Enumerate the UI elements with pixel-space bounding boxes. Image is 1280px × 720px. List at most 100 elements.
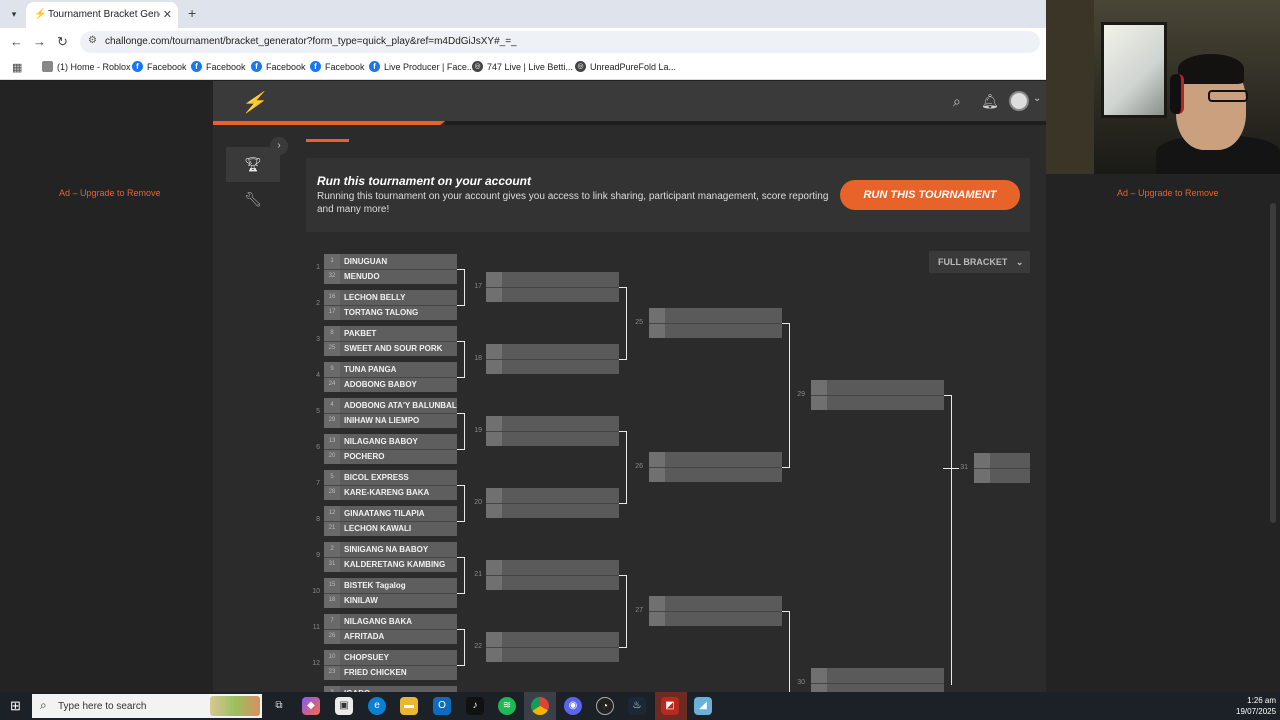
participant-slot[interactable]: PAKBET — [340, 326, 457, 341]
app-icon[interactable]: ◢ — [694, 697, 712, 715]
chrome-icon[interactable] — [531, 697, 549, 715]
participant-slot[interactable] — [502, 560, 619, 575]
participant-slot[interactable] — [665, 467, 782, 482]
participant-slot[interactable] — [827, 380, 944, 395]
participant-slot[interactable]: FRIED CHICKEN — [340, 665, 457, 680]
participant-slot[interactable]: TORTANG TALONG — [340, 305, 457, 320]
participant-slot[interactable] — [502, 488, 619, 503]
participant-slot[interactable]: NILAGANG BABOY — [340, 434, 457, 449]
new-tab-button[interactable]: + — [188, 5, 197, 21]
participant-slot[interactable]: SINIGANG NA BABOY — [340, 542, 457, 557]
reload-icon[interactable]: ↻ — [57, 34, 68, 49]
participant-slot[interactable]: ADOBONG BABOY — [340, 377, 457, 392]
taskbar-search[interactable]: ⌕ Type here to search — [32, 694, 262, 718]
participant-slot[interactable] — [665, 308, 782, 323]
chevron-down-icon[interactable]: ⌄ — [1033, 93, 1042, 104]
ad-upgrade-link[interactable]: Ad – Upgrade to Remove — [59, 188, 161, 198]
tab-search-chevron-icon[interactable]: ▾ — [11, 9, 17, 19]
participant-slot[interactable] — [502, 272, 619, 287]
participant-slot[interactable] — [502, 416, 619, 431]
participant-slot[interactable]: SWEET AND SOUR PORK — [340, 341, 457, 356]
participant-slot[interactable] — [990, 468, 1030, 483]
obs-icon[interactable]: ◔ — [596, 697, 614, 715]
browser-tab[interactable]: ⚡ Tournament Bracket Generator ✕ — [26, 2, 178, 28]
back-arrow-icon[interactable]: ← — [10, 34, 23, 49]
participant-slot[interactable]: GINAATANG TILAPIA — [340, 506, 457, 521]
run-tournament-button[interactable]: RUN THIS TOURNAMENT — [840, 180, 1020, 210]
participant-slot[interactable]: NILAGANG BAKA — [340, 614, 457, 629]
wrench-icon[interactable]: 🔧︎ — [244, 191, 262, 207]
participant-slot[interactable]: LECHON KAWALI — [340, 521, 457, 536]
slot-divider — [486, 647, 619, 648]
bracket-view-select[interactable]: FULL BRACKET ⌄ — [929, 251, 1030, 273]
participant-slot[interactable]: CHOPSUEY — [340, 650, 457, 665]
close-icon[interactable]: ✕ — [162, 9, 172, 21]
site-info-icon[interactable]: ⚙ — [88, 35, 97, 46]
forward-arrow-icon[interactable]: → — [33, 34, 46, 49]
discord-icon[interactable]: ◉ — [564, 697, 582, 715]
participant-slot[interactable] — [502, 344, 619, 359]
spotify-icon[interactable]: ≋ — [498, 697, 516, 715]
participant-slot[interactable]: MENUDO — [340, 269, 457, 284]
participant-slot[interactable]: DINUGUAN — [340, 254, 457, 269]
url-text[interactable]: challonge.com/tournament/bracket_generat… — [105, 36, 517, 47]
participant-slot[interactable]: KINILAW — [340, 593, 457, 608]
participant-slot[interactable]: AFRITADA — [340, 629, 457, 644]
system-clock[interactable]: 1:26 am 19/07/2025 — [1236, 695, 1276, 717]
bookmark-item[interactable]: (1) Home - Roblox — [42, 61, 131, 72]
chevron-right-icon[interactable]: › — [270, 137, 288, 155]
ad-upgrade-link[interactable]: Ad – Upgrade to Remove — [1117, 188, 1219, 198]
file-explorer-icon[interactable]: ▬ — [400, 697, 418, 715]
participant-slot[interactable] — [665, 452, 782, 467]
participant-slot[interactable]: KALDERETANG KAMBING — [340, 557, 457, 572]
participant-slot[interactable] — [502, 575, 619, 590]
avatar[interactable] — [1009, 91, 1029, 111]
participant-slot[interactable]: BICOL EXPRESS — [340, 470, 457, 485]
participant-slot[interactable] — [502, 359, 619, 374]
search-input[interactable]: Type here to search — [58, 701, 147, 712]
participant-slot[interactable] — [502, 503, 619, 518]
trophy-icon[interactable]: 🏆︎ — [226, 147, 280, 182]
participant-slot[interactable] — [990, 453, 1030, 468]
participant-slot[interactable]: KARE-KARENG BAKA — [340, 485, 457, 500]
bookmark-item[interactable]: ◎747 Live | Live Betti... — [472, 61, 573, 72]
participant-seed: 16 — [324, 290, 340, 305]
participant-slot[interactable] — [502, 287, 619, 302]
search-icon[interactable]: ⌕ — [953, 93, 961, 109]
participant-slot[interactable]: POCHERO — [340, 449, 457, 464]
windows-start-icon[interactable]: ⊞ — [10, 698, 21, 713]
bracket-connector — [457, 485, 465, 486]
participant-slot[interactable]: BISTEK Tagalog — [340, 578, 457, 593]
participant-slot[interactable]: INIHAW NA LIEMPO — [340, 413, 457, 428]
participant-slot[interactable]: ADOBONG ATA'Y BALUNBALUNAN — [340, 398, 457, 413]
participant-slot[interactable] — [502, 431, 619, 446]
bell-icon[interactable]: 🔔︎ — [981, 93, 999, 109]
participant-slot[interactable] — [827, 668, 944, 683]
participant-slot[interactable]: LECHON BELLY — [340, 290, 457, 305]
participant-slot[interactable]: TUNA PANGA — [340, 362, 457, 377]
participant-slot[interactable] — [502, 647, 619, 662]
copilot-icon[interactable]: ◆ — [302, 697, 320, 715]
tiktok-icon[interactable]: ♪ — [466, 697, 484, 715]
store-icon[interactable]: ▣ — [335, 697, 353, 715]
participant-slot[interactable] — [665, 323, 782, 338]
participant-slot[interactable] — [502, 632, 619, 647]
page-scrollbar[interactable] — [1270, 203, 1276, 523]
steam-icon[interactable]: ♨ — [628, 697, 646, 715]
participant-slot[interactable] — [827, 395, 944, 410]
dota-icon[interactable]: ◩ — [661, 697, 679, 715]
participant-slot[interactable] — [665, 611, 782, 626]
edge-icon[interactable]: e — [368, 697, 386, 715]
task-view-icon[interactable]: ⧉ — [275, 700, 283, 711]
challonge-logo-icon[interactable]: ⚡ — [241, 92, 266, 114]
address-bar[interactable]: ⚙ challonge.com/tournament/bracket_gener… — [80, 31, 1040, 53]
apps-grid-icon[interactable]: ▦ — [12, 62, 23, 74]
participant-slot[interactable] — [665, 596, 782, 611]
bookmark-item[interactable]: ◎UnreadPureFold La... — [575, 61, 676, 72]
outlook-icon[interactable]: O — [433, 697, 451, 715]
